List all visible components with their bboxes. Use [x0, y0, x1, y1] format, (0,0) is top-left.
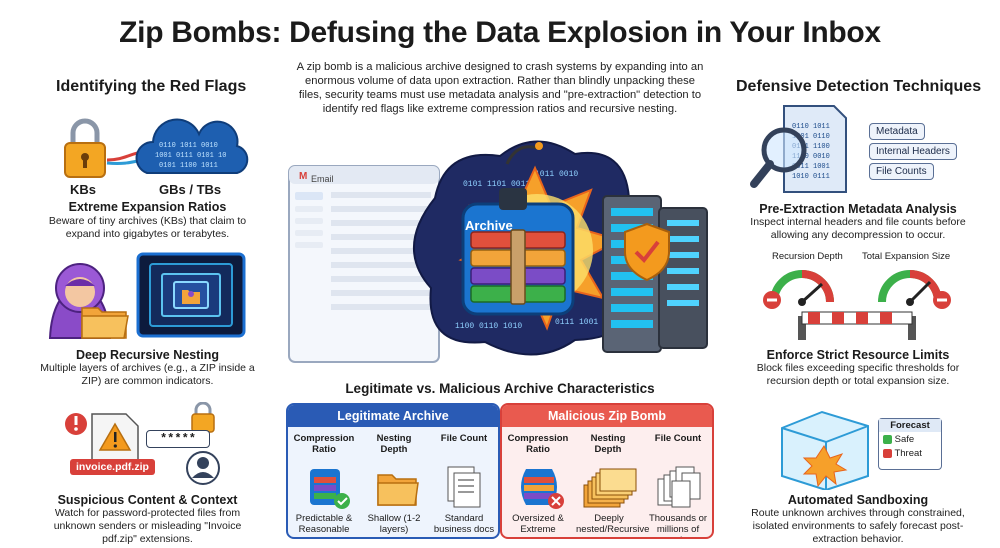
page-title: Zip Bombs: Defusing the Data Explosion i… [119, 16, 881, 49]
threat-alert-icon [883, 448, 892, 458]
zip-bomb-illustration: M 0101 1101 0011 1011 0010 1100 0110 101… [288, 140, 708, 363]
nesting-illustration [48, 252, 246, 339]
stop-icon [763, 291, 781, 309]
metadata-tag: Metadata [869, 123, 925, 140]
mal-nesting-head: Nesting Depth [590, 433, 626, 455]
legitimate-archive-heading: Legitimate Archive [288, 405, 498, 427]
svg-text:1110 0010: 1110 0010 [792, 153, 830, 161]
sandboxing-desc: Route unknown archives through constrain… [751, 507, 965, 545]
email-window-label: Email [311, 174, 334, 184]
magnifier-icon [750, 127, 807, 188]
malicious-zipbomb-heading: Malicious Zip Bomb [502, 405, 712, 427]
suspicious-context-title: Suspicious Content & Context [57, 493, 238, 507]
internal-headers-tag: Internal Headers [869, 143, 957, 160]
user-silhouette-icon [186, 451, 220, 485]
left-heading: Identifying the Red Flags [56, 78, 247, 95]
expansion-ratios-title: Extreme Expansion Ratios [68, 200, 227, 214]
contained-explosion-icon [802, 445, 848, 488]
svg-text:0101 1101 0011: 0101 1101 0011 [463, 180, 530, 189]
password-field-icon: ***** [146, 430, 210, 448]
intro-paragraph: A zip bomb is a malicious archive design… [296, 61, 704, 115]
svg-text:0101 1100: 0101 1100 [792, 143, 830, 151]
expansion-ratios-desc: Beware of tiny archives (KBs) that claim… [48, 215, 247, 240]
metadata-analysis-illustration: 0110 1011 1001 0110 0101 1100 1110 0010 … [750, 105, 847, 193]
svg-text:1010 0111: 1010 0111 [792, 173, 830, 181]
legit-filecount-foot: Standard business docs [433, 513, 495, 535]
comparison-title: Legitimate vs. Malicious Archive Charact… [345, 381, 655, 396]
resource-limits-desc: Block files exceeding specific threshold… [756, 362, 960, 387]
svg-text:0101 1100 1011: 0101 1100 1011 [159, 162, 218, 170]
svg-text:1001 0110: 1001 0110 [792, 133, 830, 141]
barrier-icon [798, 311, 916, 340]
legit-icons [310, 466, 481, 509]
invoice-zip-badge: invoice.pdf.zip [70, 459, 155, 475]
svg-text:1011 0010: 1011 0010 [535, 170, 578, 179]
svg-text:0110 1011 0010: 0110 1011 0010 [159, 142, 218, 150]
metadata-analysis-title: Pre-Extraction Metadata Analysis [759, 202, 957, 216]
kbs-label: KBs [70, 182, 97, 197]
threat-label: Threat [894, 448, 922, 459]
mal-filecount-foot: Thousands or millions of entries [648, 513, 708, 537]
legit-nesting-head: Nesting Depth [376, 433, 412, 455]
right-heading: Defensive Detection Techniques [736, 78, 982, 95]
binary-document-icon: 0110 1011 1001 0110 0101 1100 1110 0010 … [783, 105, 847, 193]
safe-label: Safe [894, 434, 915, 445]
stop-icon [933, 291, 951, 309]
many-documents-icon [657, 466, 701, 508]
mal-nesting-foot: Deeply nested/Recursive [576, 513, 650, 535]
gbs-tbs-label: GBs / TBs [159, 182, 222, 197]
cloud-data-icon: 0110 1011 0010 1001 0111 0101 10 0101 11… [135, 118, 249, 174]
recursive-nesting-desc: Multiple layers of archives (e.g., a ZIP… [40, 362, 255, 387]
legit-compression-head: Compression Ratio [293, 433, 355, 455]
suspicious-context-desc: Watch for password-protected files from … [53, 507, 242, 545]
svg-text:M: M [299, 171, 307, 182]
padlock-icon [64, 118, 106, 178]
expansion-illustration: 0110 1011 0010 1001 0111 0101 10 0101 11… [64, 118, 249, 178]
lock-icon [191, 402, 215, 433]
metadata-analysis-desc: Inspect internal headers and file counts… [750, 216, 966, 241]
archive-label: Archive [465, 218, 513, 233]
legit-compression-foot: Predictable & Reasonable [295, 513, 353, 535]
mal-compression-head: Compression Ratio [507, 433, 569, 455]
bulging-archive-icon [521, 469, 564, 509]
resource-limits-illustration [763, 270, 951, 340]
shield-check-icon [624, 222, 670, 282]
alert-icon [65, 413, 87, 435]
total-expansion-label: Total Expansion Size [862, 251, 951, 262]
legit-filecount-head: File Count [440, 433, 488, 444]
recursion-gauge-icon [770, 270, 834, 306]
forecast-panel: Forecast Safe Threat [878, 418, 942, 470]
malicious-zipbomb-panel: Malicious Zip Bomb Compression Ratio Nes… [500, 403, 714, 539]
mal-compression-foot: Oversized & Extreme [512, 513, 564, 535]
svg-text:0110 1011: 0110 1011 [792, 123, 830, 131]
resource-limits-title: Enforce Strict Resource Limits [766, 348, 950, 362]
mal-filecount-head: File Count [654, 433, 702, 444]
server-rack-icon [602, 195, 708, 353]
folder-icon [81, 307, 129, 339]
sandboxing-title: Automated Sandboxing [787, 493, 929, 507]
email-window-icon: M [288, 165, 440, 363]
recursive-nesting-title: Deep Recursive Nesting [75, 348, 220, 362]
file-counts-tag: File Counts [869, 163, 934, 180]
svg-text:1001 0111 0101 10: 1001 0111 0101 10 [155, 152, 226, 160]
forecast-heading: Forecast [879, 419, 941, 432]
warning-document-icon [91, 413, 139, 473]
sandbox-cube-icon [781, 410, 869, 490]
nested-folders-icon [583, 468, 637, 508]
recursion-depth-label: Recursion Depth [772, 251, 843, 262]
svg-text:0011 1001: 0011 1001 [792, 163, 830, 171]
archive-file-icon [461, 142, 575, 316]
documents-icon [447, 466, 481, 508]
small-archive-icon [310, 469, 350, 509]
legit-nesting-foot: Shallow (1-2 layers) [367, 513, 421, 535]
folder-icon [377, 474, 419, 506]
svg-text:1100 0110 1010: 1100 0110 1010 [455, 322, 522, 331]
legitimate-archive-panel: Legitimate Archive Compression Ratio Nes… [286, 403, 500, 539]
suspicious-context-illustration [65, 402, 220, 485]
svg-text:0111 1001: 0111 1001 [555, 318, 598, 327]
safe-check-icon [883, 434, 892, 444]
malicious-icons [521, 466, 701, 509]
expansion-gauge-icon [878, 270, 942, 306]
